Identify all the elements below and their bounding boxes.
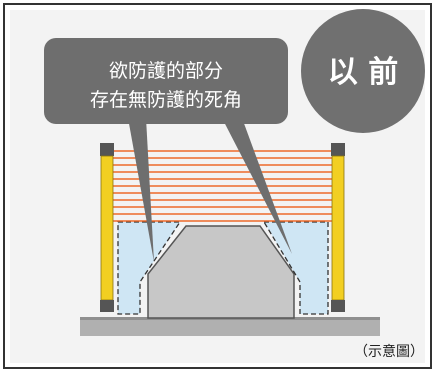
left-sensor-cap-bottom	[100, 300, 114, 312]
right-sensor-body	[331, 155, 345, 301]
right-sensor-cap-bottom	[331, 300, 345, 312]
floor	[80, 318, 380, 336]
callout-box	[44, 38, 288, 124]
left-sensor-body	[100, 155, 114, 301]
callout-line-1: 欲防護的部分	[109, 60, 223, 82]
right-sensor-cap-top	[331, 143, 345, 156]
caption: （示意圖）	[354, 343, 424, 360]
callout-pointer-left	[128, 118, 154, 262]
dead-zone-left	[117, 221, 182, 315]
machine-body	[147, 225, 295, 319]
callout-pointer-right	[222, 118, 292, 254]
badge-circle	[301, 9, 425, 133]
callout-line-2: 存在無防護的死角	[90, 89, 242, 111]
dead-zone-right	[262, 221, 329, 315]
badge-text: 以 前	[328, 55, 398, 90]
left-sensor-cap-top	[100, 143, 114, 156]
